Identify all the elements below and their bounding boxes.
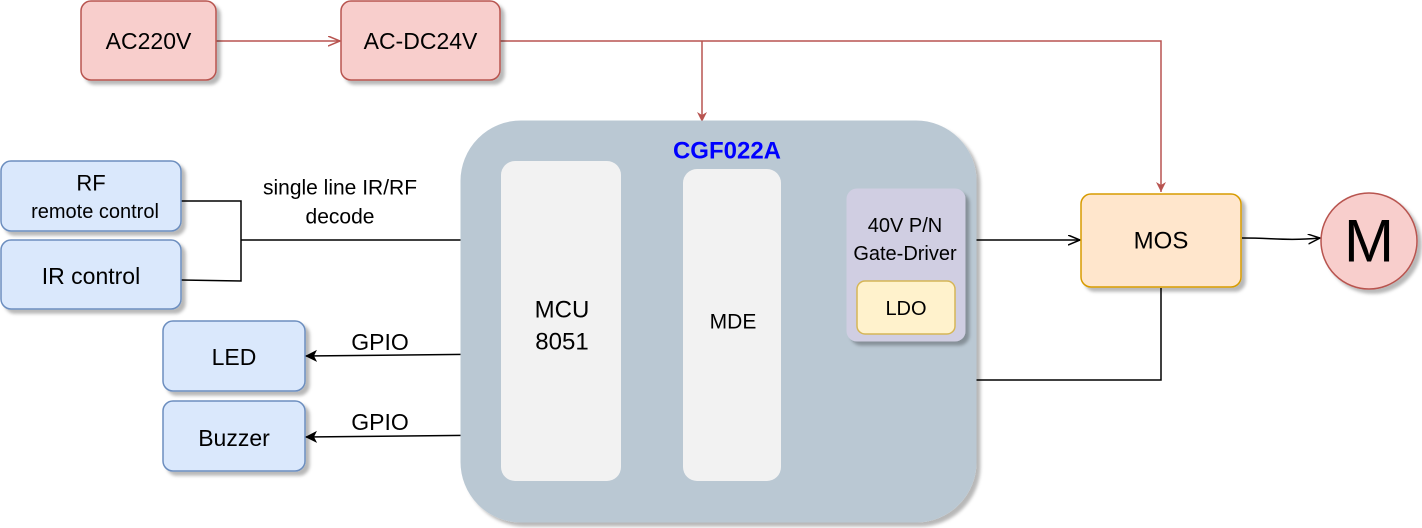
rf-label: RF (76, 171, 105, 196)
connector-rf-to-bracket (180, 200, 242, 282)
mcu-model-label: 8051 (535, 329, 588, 356)
mde-block (683, 169, 781, 481)
ac220v-label: AC220V (106, 28, 192, 54)
connector-mos-to-motor (1241, 238, 1320, 239)
mde-label: MDE (710, 311, 757, 334)
gate-driver-voltage-label: 40V P/N (868, 215, 942, 237)
connector-acdc-to-mos (500, 40, 1166, 192)
mcu-label: MCU (535, 297, 590, 324)
ldo-block (856, 280, 956, 335)
led-block (162, 320, 306, 392)
ir-control-label: IR control (42, 263, 140, 289)
led-label: LED (212, 344, 257, 370)
rf-remote-block (0, 160, 182, 232)
ir-control-block (0, 239, 182, 310)
buzzer-block (162, 400, 306, 472)
acdc24v-block (340, 0, 501, 81)
ldo-label: LDO (885, 298, 926, 320)
buzzer-label: Buzzer (198, 425, 270, 451)
chip-title: CGF022A (673, 138, 781, 165)
ac220v-block (80, 0, 217, 81)
motor-circle (1320, 192, 1418, 290)
motor-label: M (1344, 208, 1394, 275)
mcu-block (501, 161, 621, 481)
gpio-led-label: GPIO (351, 329, 409, 355)
acdc24v-label: AC-DC24V (364, 28, 478, 54)
mos-label: MOS (1134, 228, 1189, 255)
rf-remote-label: remote control (31, 201, 159, 223)
decode-label-line1: single line IR/RF (263, 177, 417, 200)
mos-block (1080, 193, 1242, 288)
decode-label-line2: decode (306, 206, 375, 229)
gate-driver-label: Gate-Driver (853, 243, 957, 265)
gpio-buzzer-label: GPIO (351, 409, 409, 435)
